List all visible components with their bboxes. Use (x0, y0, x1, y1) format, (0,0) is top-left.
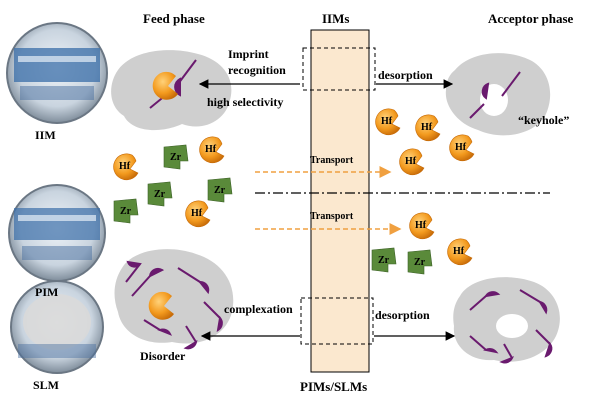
hf-ion: Hf (409, 212, 435, 240)
imprint-dashed-box (302, 47, 376, 91)
hf-ion-label: Hf (405, 156, 417, 167)
hf-ion: Hf (447, 238, 473, 266)
transport-bottom-text: Transport (310, 211, 354, 222)
hf-ion: Hf (399, 148, 425, 176)
hf-ion: Hf (113, 153, 139, 181)
hf-ion: Hf (199, 136, 225, 164)
complexation-text: complexation (224, 302, 293, 316)
pims-slms-title: PIMs/SLMs (300, 379, 368, 394)
hf-in-imprint (152, 71, 178, 100)
zr-ion: Zr (407, 249, 433, 275)
iim-label: IIM (35, 128, 56, 142)
zr-ion-label: Zr (170, 152, 182, 163)
zr-ion-label: Zr (414, 257, 426, 268)
zr-ion: Zr (207, 177, 233, 203)
zr-ion: Zr (147, 181, 173, 207)
hf-ion-label: Hf (119, 161, 131, 172)
hf-ion-label: Hf (381, 116, 393, 127)
zr-ion: Zr (371, 247, 397, 273)
recognition-text: recognition (228, 63, 286, 77)
disorder-carriers (125, 260, 553, 364)
hf-ion-label: Hf (455, 142, 467, 153)
transport-top-text: Transport (310, 155, 354, 166)
hf-ion: Hf (185, 200, 211, 228)
keyhole-text: “keyhole” (518, 113, 570, 127)
zr-ion-label: Zr (378, 255, 390, 266)
complex-dashed-box (300, 297, 374, 345)
pim-dish-photo (8, 184, 106, 282)
hf-ion-label: Hf (421, 122, 433, 133)
hf-ion: Hf (415, 114, 441, 142)
hf-ion: Hf (375, 108, 401, 136)
pim-label: PIM (35, 285, 59, 299)
iim-dish-photo (6, 22, 108, 124)
imprint-text: Imprint (228, 47, 269, 61)
hf-ion-label: Hf (205, 144, 217, 155)
hf-ion-label: Hf (453, 246, 465, 257)
membrane-band (310, 29, 370, 373)
hf-ion-label: Hf (191, 208, 203, 219)
acceptor-carrier-cavity (496, 314, 528, 338)
zr-ion-label: Zr (154, 189, 166, 200)
feed-phase-title: Feed phase (143, 11, 205, 26)
iims-title: IIMs (322, 11, 350, 26)
high-selectivity-text: high selectivity (207, 95, 284, 109)
desorption-top-text: desorption (378, 68, 433, 82)
zr-ion-label: Zr (120, 206, 132, 217)
slm-label: SLM (33, 378, 60, 392)
hf-ion-label: Hf (415, 220, 427, 231)
zr-ion: Zr (113, 198, 139, 224)
desorption-bottom-text: desorption (375, 308, 430, 322)
hf-ion: Hf (449, 134, 475, 162)
slm-dish-photo (10, 280, 104, 374)
disorder-text: Disorder (140, 349, 186, 363)
zr-ion-label: Zr (214, 185, 226, 196)
acceptor-phase-title: Acceptor phase (488, 11, 574, 26)
hf-in-disorder (148, 291, 174, 320)
zr-ion: Zr (163, 144, 189, 170)
